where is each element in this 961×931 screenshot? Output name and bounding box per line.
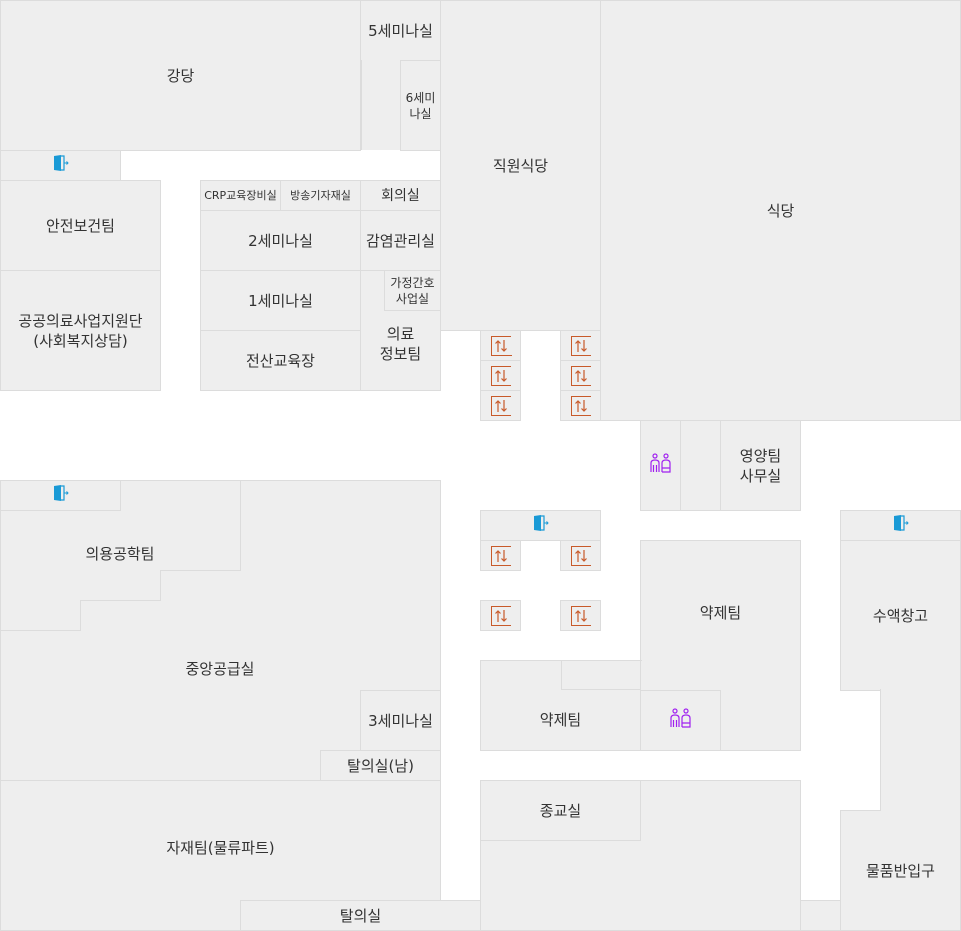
exit-area-bottom-left[interactable]: [0, 480, 121, 511]
biomed-boundary: [80, 600, 81, 631]
room-seminar5-lower: [361, 60, 401, 150]
room-label: 5세미나실: [368, 21, 433, 40]
restroom-upper[interactable]: [640, 420, 681, 511]
room-label: 방송기자재실: [290, 188, 351, 202]
label-biomedical-eng: 의용공학팀: [0, 544, 240, 564]
room-label: 전산교육장: [245, 351, 315, 370]
elevator-icon: [490, 605, 511, 626]
elevator-icon: [570, 335, 591, 356]
exit-area-right[interactable]: [840, 510, 961, 541]
room-label: 종교실: [539, 801, 582, 820]
room-seminar2[interactable]: 2세미나실: [200, 210, 361, 271]
elevator-1[interactable]: [480, 330, 521, 361]
room-label: 3세미나실: [368, 711, 433, 730]
room-label: 1세미나실: [248, 291, 313, 310]
room-seminar1[interactable]: 1세미나실: [200, 270, 361, 331]
exit-area-center[interactable]: [480, 510, 601, 541]
room-label: 탈의실: [339, 906, 382, 925]
biomed-boundary: [160, 570, 241, 571]
room-cafeteria[interactable]: 식당: [600, 0, 961, 421]
room-safety-team[interactable]: 안전보건팀: [0, 180, 161, 271]
room-label: 탈의실(남): [347, 756, 414, 775]
elevator-3[interactable]: [480, 390, 521, 421]
room-label: 물품반입구: [865, 861, 935, 880]
room-label: 6세미 나실: [405, 90, 436, 121]
room-label: 약제팀: [539, 710, 582, 729]
elevator-icon: [570, 365, 591, 386]
room-label: 중앙공급실: [185, 660, 255, 678]
pharmacy-lower-cover: [561, 661, 640, 690]
room-loading-dock[interactable]: 물품반입구: [840, 810, 961, 931]
room-label: 식당: [766, 201, 795, 220]
room-infection-control[interactable]: 감염관리실: [360, 210, 441, 271]
room-label: 감염관리실: [365, 231, 435, 250]
loading-dock-top-cover: [881, 809, 960, 811]
restroom-icon: [669, 708, 692, 733]
restroom-lower[interactable]: [640, 690, 721, 751]
room-label: 강당: [166, 66, 195, 85]
elevator-10[interactable]: [560, 600, 601, 631]
room-label: 영양팀 사무실: [739, 446, 782, 485]
room-label: 자재팀(물류파트): [166, 839, 275, 857]
loading-strip: [800, 900, 841, 931]
elevator-icon: [490, 365, 511, 386]
biomed-boundary: [160, 570, 161, 601]
room-broadcast-storage[interactable]: 방송기자재실: [280, 180, 361, 211]
restroom-icon: [649, 453, 672, 478]
room-it-training[interactable]: 전산교육장: [200, 330, 361, 391]
room-seminar5[interactable]: 5세미나실: [360, 0, 441, 61]
elevator-icon: [490, 395, 511, 416]
exit-door-icon: [532, 514, 550, 537]
elevator-icon: [570, 545, 591, 566]
room-label: 의료 정보팀: [379, 325, 422, 363]
room-fluid-storage[interactable]: 수액창고: [840, 540, 961, 691]
room-label: 안전보건팀: [45, 216, 115, 235]
elevator-4[interactable]: [560, 330, 601, 361]
room-crp-storage[interactable]: CRP교육장비실: [200, 180, 281, 211]
elevator-2[interactable]: [480, 360, 521, 391]
room-seminar6[interactable]: 6세미 나실: [400, 60, 441, 151]
room-label: 직원식당: [492, 156, 549, 175]
room-label: 공공의료사업지원단 (사회복지상담): [18, 311, 143, 350]
room-auditorium[interactable]: 강당: [0, 0, 361, 151]
room-label: 약제팀: [699, 604, 742, 622]
elevator-icon: [490, 335, 512, 356]
elevator-9[interactable]: [480, 600, 521, 631]
exit-door-icon: [892, 514, 910, 537]
room-label: CRP교육장비실: [204, 188, 277, 202]
exit-area-top-left[interactable]: [0, 150, 121, 181]
elevator-5[interactable]: [560, 360, 601, 391]
biomed-boundary: [240, 480, 241, 571]
room-locker[interactable]: 탈의실: [240, 900, 481, 931]
biomed-boundary: [80, 600, 161, 601]
room-meeting[interactable]: 회의실: [360, 180, 441, 211]
room-label: 회의실: [381, 187, 420, 204]
elevator-icon: [570, 605, 591, 626]
elevator-icon: [570, 395, 591, 416]
room-label: 2세미나실: [248, 231, 313, 250]
exit-door-icon: [52, 154, 70, 177]
room-chapel[interactable]: 종교실: [480, 780, 641, 841]
exit-door-icon: [52, 484, 70, 507]
elevator-6[interactable]: [560, 390, 601, 421]
label-central-supply: 중앙공급실: [0, 659, 440, 679]
elevator-7[interactable]: [480, 540, 521, 571]
room-home-nursing[interactable]: 가정간호 사업실: [384, 270, 441, 311]
corridor-nook: [680, 420, 721, 511]
room-staff-cafeteria[interactable]: 직원식당: [440, 0, 601, 331]
room-public-medical[interactable]: 공공의료사업지원단 (사회복지상담): [0, 270, 161, 391]
room-label: 가정간호 사업실: [390, 275, 435, 306]
elevator-8[interactable]: [560, 540, 601, 571]
elevator-icon: [490, 545, 511, 566]
fluid-storage-extension: [880, 689, 961, 811]
room-nutrition-office[interactable]: 영양팀 사무실: [720, 420, 801, 511]
room-seminar3[interactable]: 3세미나실: [360, 690, 441, 751]
room-label: 수액창고: [872, 606, 929, 625]
room-locker-male[interactable]: 탈의실(남): [320, 750, 441, 781]
room-label: 의용공학팀: [85, 545, 155, 563]
biomed-boundary: [0, 630, 81, 631]
